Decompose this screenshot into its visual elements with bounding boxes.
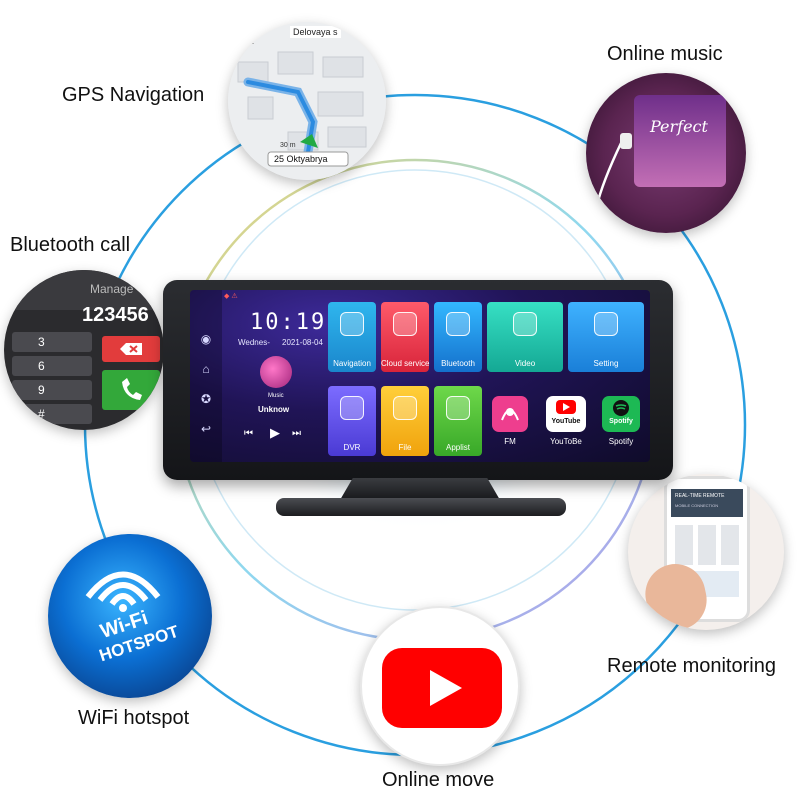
call-button[interactable] — [102, 370, 160, 410]
key-3[interactable]: 3 — [12, 332, 92, 352]
film-icon — [513, 312, 537, 336]
phone-subheader: MOBILE CONNECTION — [675, 503, 719, 508]
camera-icon — [340, 396, 364, 420]
music-label: Music — [268, 393, 284, 399]
device-stand-base — [276, 498, 566, 516]
tile-dvr[interactable]: DVR — [328, 386, 376, 456]
caption-bluetooth-call: Bluetooth call — [10, 234, 131, 256]
cloud-icon — [393, 312, 417, 336]
date-day: Wednes- — [238, 338, 270, 347]
earphone-cable-icon — [596, 133, 632, 202]
backspace-button[interactable] — [102, 336, 160, 362]
settings-dial-icon[interactable]: ✪ — [200, 392, 212, 406]
tile-bluetooth[interactable]: Bluetooth — [434, 302, 482, 372]
key-9[interactable]: 9 — [12, 380, 92, 400]
key-6[interactable]: 6 — [12, 356, 92, 376]
play-icon[interactable]: ▶ — [270, 425, 280, 440]
app-youtobe[interactable]: YouTube YouToBe — [546, 396, 586, 446]
previous-track-icon[interactable]: ⏮ — [244, 428, 253, 439]
home-icon[interactable]: ⌂ — [202, 362, 210, 376]
bluetooth-call-bubble: Manage 123456 3 6 9 # — [4, 270, 164, 430]
date: 2021-08-04 — [282, 338, 323, 347]
clock: 10:19 — [250, 310, 327, 335]
phone-icon — [122, 378, 142, 400]
map-distance: 30 m — [280, 142, 296, 149]
spotify-icon — [613, 400, 629, 416]
location-icon[interactable]: ◉ — [200, 332, 212, 346]
backspace-icon — [120, 343, 142, 355]
device-stand-neck — [340, 478, 500, 500]
status-icons: ◆ ⚠ — [224, 293, 238, 300]
album-cover — [634, 95, 726, 187]
caption-remote-monitoring: Remote monitoring — [607, 655, 776, 677]
tile-file[interactable]: File — [381, 386, 429, 456]
dialed-number: 123456 — [82, 304, 149, 326]
screen-left-bar: ◉ ⌂ ✪ ↩ — [190, 290, 222, 462]
next-track-icon[interactable]: ⏭ — [292, 428, 301, 439]
map-street-top: Delovaya s — [290, 26, 341, 38]
radio-icon — [501, 408, 519, 421]
tile-video[interactable]: Video — [487, 302, 563, 372]
online-music-bubble: Perfect — [586, 73, 746, 233]
caption-gps-navigation: GPS Navigation — [62, 84, 205, 106]
tile-setting[interactable]: Setting — [568, 302, 644, 372]
app-fm[interactable]: FM — [492, 396, 528, 446]
youtube-play-icon — [382, 648, 502, 728]
key-hash[interactable]: # — [12, 404, 92, 424]
tile-navigation[interactable]: Navigation — [328, 302, 376, 372]
map-fragment: sa — [244, 36, 254, 46]
map-illustration — [228, 22, 386, 180]
map-street-bottom: 25 Oktyabrya — [274, 154, 328, 164]
wifi-hotspot-bubble: Wi-Fi HOTSPOT — [48, 534, 212, 698]
phone-frame: REAL-TIME REMOTE MOBILE CONNECTION — [664, 476, 750, 622]
folder-icon — [393, 396, 417, 420]
tile-cloud-service[interactable]: Cloud service — [381, 302, 429, 372]
location-pin-icon — [340, 312, 364, 336]
back-icon[interactable]: ↩ — [200, 422, 212, 436]
youtube-bubble — [360, 606, 520, 766]
remote-monitoring-bubble: REAL-TIME REMOTE MOBILE CONNECTION — [628, 474, 784, 630]
caption-wifi-hotspot: WiFi hotspot — [78, 707, 190, 729]
tile-applist[interactable]: Applist — [434, 386, 482, 456]
gears-icon — [594, 312, 618, 336]
app-spotify[interactable]: Spotify Spotify — [602, 396, 640, 446]
grid-icon — [446, 396, 470, 420]
spotify-logo-text: Spotify — [609, 418, 633, 425]
gps-map-bubble: Delovaya s sa 30 m 25 Oktyabrya — [228, 22, 386, 180]
youtube-icon — [556, 400, 576, 414]
music-widget-art — [260, 356, 292, 388]
music-title: Unknow — [258, 405, 290, 414]
album-title: Perfect — [650, 117, 708, 136]
caption-online-move: Online move — [382, 769, 495, 791]
keypad-header: Manage — [90, 282, 134, 296]
device-screen: ◉ ⌂ ✪ ↩ ◆ ⚠ 10:19 Wednes- 2021-08-04 Mus… — [190, 290, 650, 462]
bluetooth-icon — [446, 312, 470, 336]
phone-header: REAL-TIME REMOTE — [675, 493, 725, 499]
caption-online-music: Online music — [607, 43, 723, 65]
youtube-logo-text: YouTube — [551, 418, 581, 425]
wifi-signal-icon — [85, 571, 161, 612]
